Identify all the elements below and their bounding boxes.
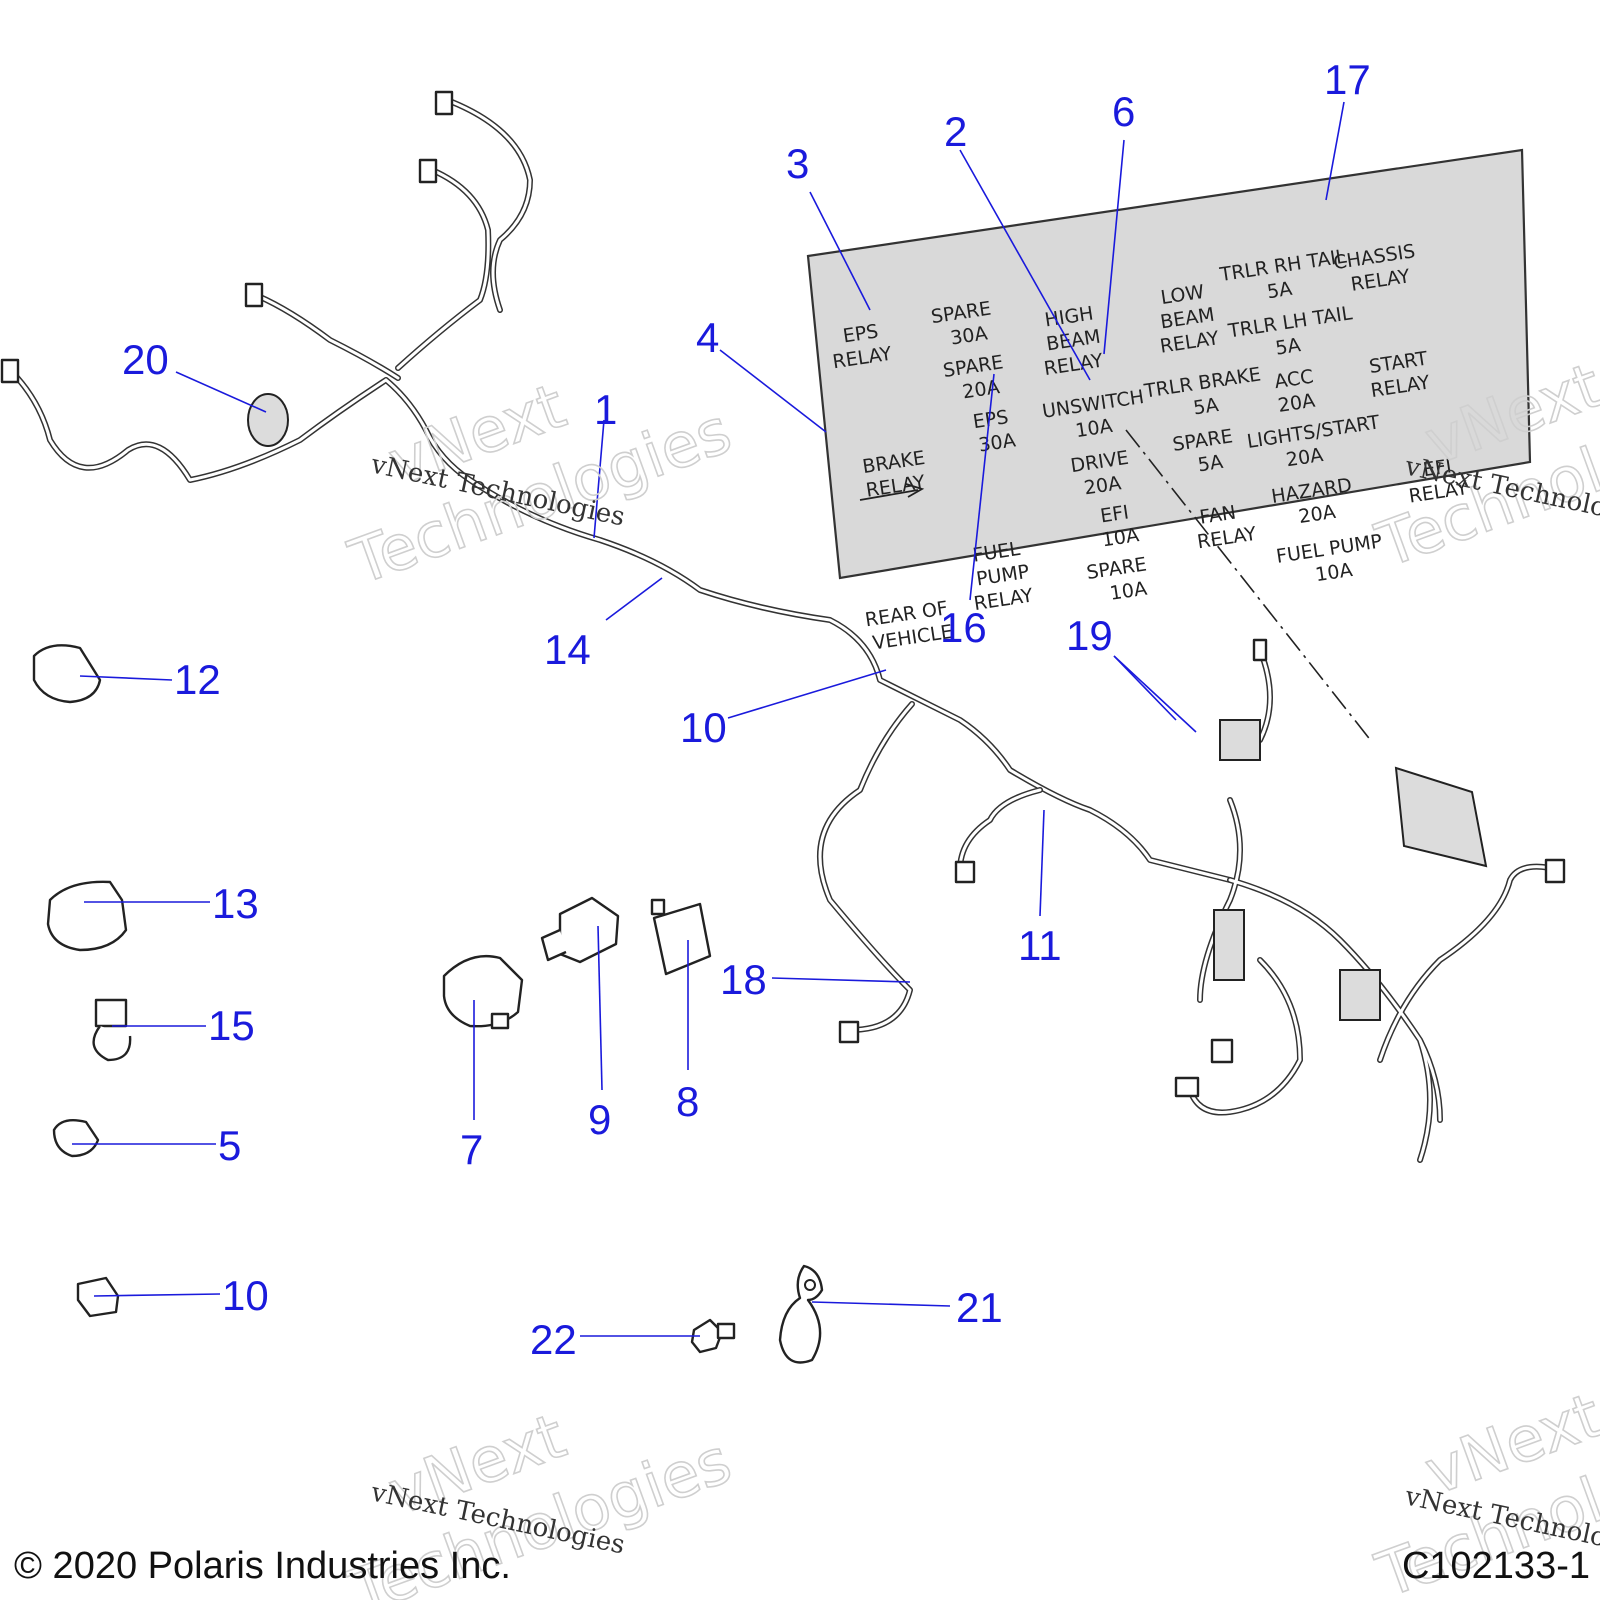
- fuse-label-text: 20A: [1083, 472, 1123, 499]
- callout-12: 12: [174, 656, 221, 703]
- callout-15: 15: [208, 1002, 255, 1049]
- fuse-label-text: 10A: [1074, 415, 1114, 442]
- fuse-label-text: 10A: [1108, 578, 1148, 605]
- fuse-label-text: 5A: [1274, 334, 1302, 359]
- callout-16: 16: [940, 604, 987, 651]
- fuse-label-text: 10A: [1314, 559, 1354, 586]
- item-15-clip: [92, 998, 132, 1062]
- relay-module: [1339, 969, 1381, 1021]
- callout-10: 10: [680, 704, 727, 751]
- callout-numbers: 1 2 3 4 5 6 7 8 9 10 10 11 12 13 14 15 1…: [122, 56, 1371, 1363]
- item-22-screw: [690, 1318, 736, 1354]
- fuse-label-text: 30A: [977, 429, 1017, 456]
- callout-17: 17: [1324, 56, 1371, 103]
- item-12-connector-cover: [32, 644, 102, 704]
- fuse-label-text: 20A: [1276, 390, 1316, 417]
- connector-icon: [1252, 638, 1268, 662]
- relay-module: [1219, 719, 1261, 761]
- fuse-label-text: 10A: [1100, 524, 1140, 551]
- connector-icon: [838, 1020, 860, 1044]
- fuse-box: [1394, 766, 1488, 868]
- callout-6: 6: [1112, 88, 1135, 135]
- arrow-icon: [859, 483, 925, 501]
- fuse-label-text: EFI: [1099, 501, 1130, 527]
- fuse-label-text: FAN: [1198, 502, 1237, 529]
- figure-id: C102133-1: [1402, 1545, 1590, 1587]
- item-10-cap: [76, 1276, 120, 1318]
- connector-icon: [0, 358, 20, 384]
- item-13-connector-cover: [46, 880, 128, 952]
- callout-5: 5: [218, 1122, 241, 1169]
- item-7-connector: [442, 954, 524, 1030]
- fuse-label-text: 20A: [1285, 444, 1325, 471]
- connector-icon: [1174, 1076, 1200, 1098]
- callout-13: 13: [212, 880, 259, 927]
- callout-11: 11: [1018, 922, 1062, 969]
- callout-4: 4: [696, 314, 719, 361]
- connector-icon: [434, 90, 454, 116]
- item-8-module: [650, 898, 712, 976]
- callout-7: 7: [460, 1126, 483, 1173]
- callout-3: 3: [786, 140, 809, 187]
- connector-icon: [244, 282, 264, 308]
- fuse-label-text: EPS: [841, 320, 879, 347]
- callout-2: 2: [944, 108, 967, 155]
- callout-9: 9: [588, 1096, 611, 1143]
- fuse-label-text: 20A: [1297, 501, 1337, 528]
- callout-8: 8: [676, 1078, 699, 1125]
- ring-component: [247, 393, 289, 447]
- connector-icon: [954, 860, 976, 884]
- callout-18: 18: [720, 956, 767, 1003]
- fuse-label-text: EFI: [1422, 455, 1453, 481]
- fuse-label-text: 5A: [1192, 394, 1220, 419]
- fuse-label-text: 5A: [1196, 451, 1224, 476]
- fuse-label-text: 30A: [949, 322, 989, 349]
- leader-lines: [72, 101, 1345, 1337]
- fuse-label-text: 5A: [1266, 278, 1294, 303]
- connector-icon: [1544, 858, 1566, 884]
- connector-icon: [418, 158, 438, 184]
- callout-10: 10: [222, 1272, 269, 1319]
- main-wire-harness: [0, 90, 1566, 1163]
- item-21-p-clamp: [778, 1264, 824, 1364]
- fuse-label-panel: EPS RELAY SPARE 30A SPARE 20A EPS 30A BR…: [806, 148, 1532, 654]
- item-5-cap: [52, 1119, 100, 1158]
- callout-21: 21: [956, 1284, 1003, 1331]
- callout-20: 20: [122, 336, 169, 383]
- callout-14: 14: [544, 626, 591, 673]
- callout-22: 22: [530, 1316, 577, 1363]
- relay-module: [1213, 909, 1245, 981]
- callout-1: 1: [594, 386, 617, 433]
- item-9-connector: [540, 896, 620, 964]
- fuse-label-text: 20A: [961, 376, 1001, 403]
- copyright-text: © 2020 Polaris Industries Inc.: [14, 1545, 511, 1587]
- dash-dot-line: [1125, 429, 1373, 743]
- callout-19: 19: [1066, 612, 1113, 659]
- connector-icon: [1210, 1038, 1234, 1064]
